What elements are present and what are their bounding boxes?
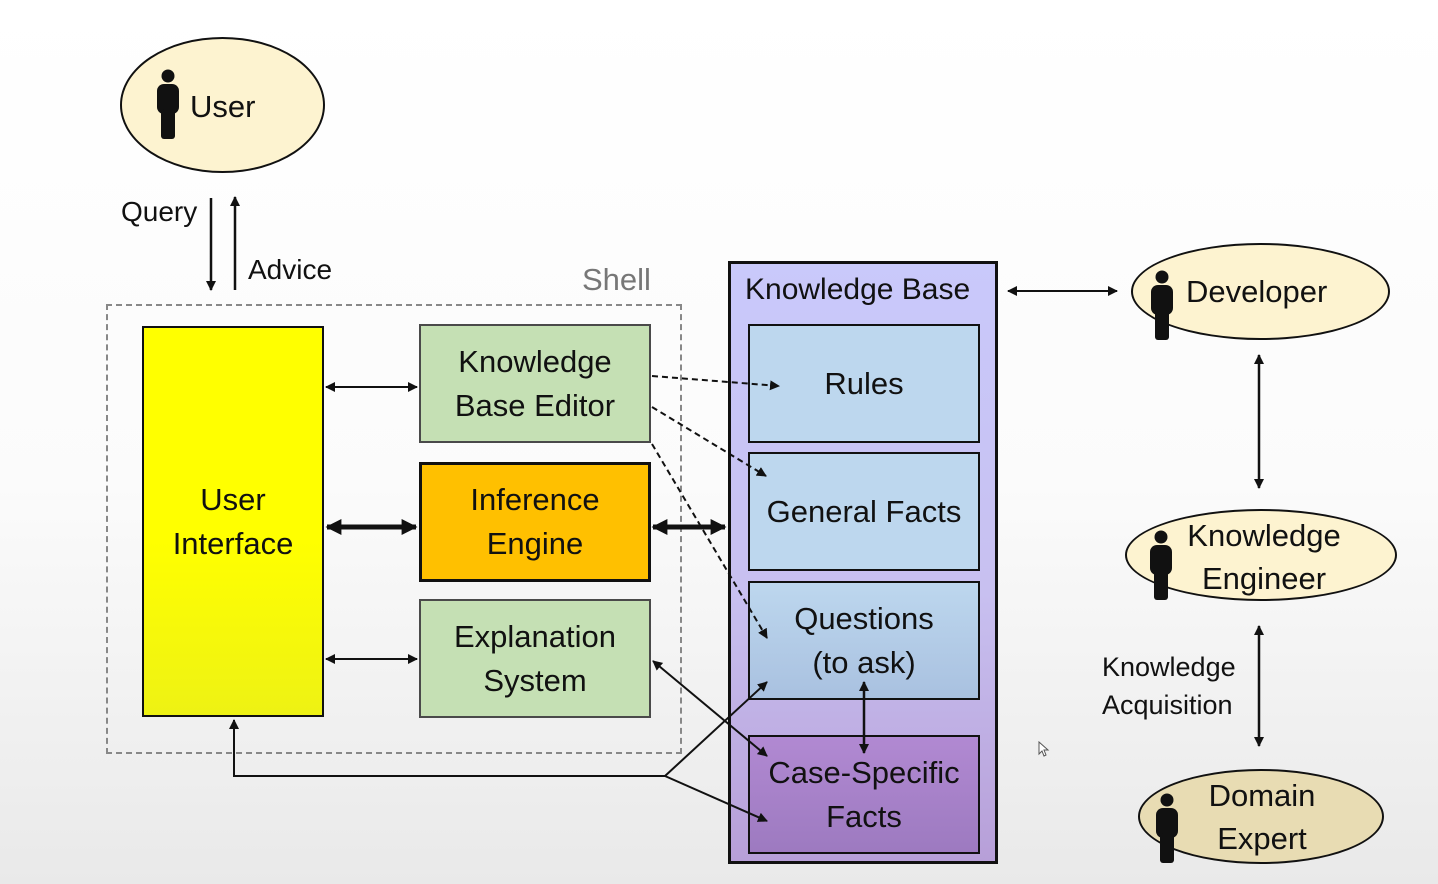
explanation-case-facts-arrow — [652, 660, 768, 757]
rules-box: Rules — [748, 324, 980, 443]
case-facts-label: Case-Specific Facts — [768, 754, 960, 834]
inference-engine-box: Inference Engine — [419, 462, 651, 582]
questions-box: Questions (to ask) — [748, 581, 980, 700]
questions-label: Questions (to ask) — [794, 600, 934, 680]
shell-label: Shell — [582, 262, 651, 297]
developer-actor: Developer — [1131, 243, 1390, 340]
knowledge-base-label: Knowledge Base — [745, 273, 971, 306]
kb-editor-label: Knowledge Base Editor — [454, 343, 616, 423]
general-facts-label: General Facts — [766, 493, 962, 529]
inference-engine-label: Inference Engine — [470, 482, 600, 561]
case-facts-box: Case-Specific Facts — [748, 735, 980, 854]
domain-expert-person-icon — [1156, 793, 1178, 863]
mouse-cursor-icon — [1038, 741, 1050, 757]
developer-person-icon — [1151, 270, 1173, 340]
explanation-system-box: Explanation System — [419, 599, 651, 718]
knowledge-engineer-person-icon — [1150, 530, 1172, 600]
editor-questions-dashed-arrow — [651, 443, 768, 639]
query-label: Query — [121, 196, 198, 227]
domain-expert-label: Domain Expert — [1208, 778, 1316, 856]
user-interface-box: User Interface — [142, 326, 324, 717]
kb-to-ui-return-line — [229, 719, 665, 777]
return-to-questions-arrow — [664, 681, 768, 777]
knowledge-engineer-label: Knowledge Engineer — [1187, 518, 1341, 596]
domain-expert-actor: Domain Expert — [1138, 769, 1384, 864]
explanation-system-label: Explanation System — [453, 618, 616, 698]
editor-general-facts-dashed-arrow — [651, 406, 767, 477]
general-facts-box: General Facts — [748, 452, 980, 571]
editor-rules-dashed-arrow — [651, 375, 780, 391]
user-interface-label: User Interface — [172, 481, 294, 561]
user-actor: User — [120, 37, 325, 173]
rules-label: Rules — [824, 365, 904, 401]
return-to-case-facts-arrow — [664, 775, 768, 822]
user-person-icon — [157, 69, 179, 139]
kb-editor-box: Knowledge Base Editor — [419, 324, 651, 443]
developer-label: Developer — [1186, 274, 1328, 309]
advice-label: Advice — [248, 254, 333, 285]
knowledge-acquisition-label: Knowledge Acquisition — [1102, 652, 1236, 720]
user-label: User — [190, 89, 256, 124]
